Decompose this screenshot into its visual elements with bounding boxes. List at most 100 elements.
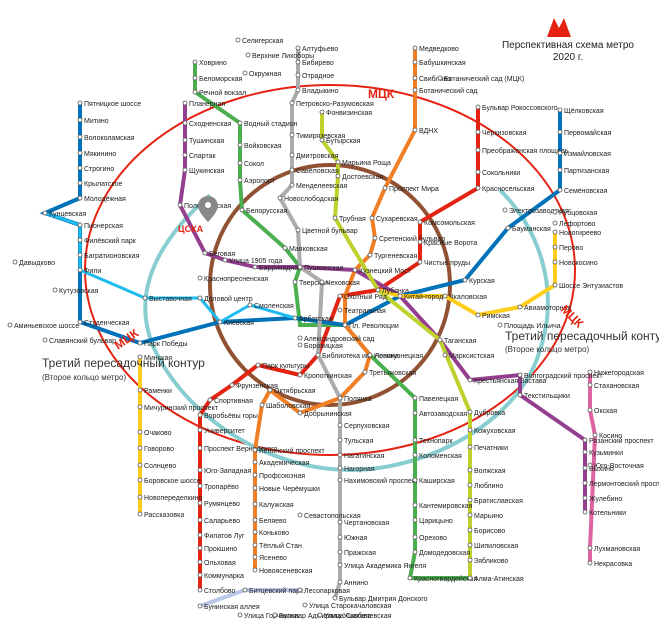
station-dot[interactable] (467, 467, 473, 473)
station-label[interactable]: Тверская (299, 280, 329, 287)
station-label[interactable]: Бутырская (326, 138, 361, 145)
station-dot[interactable] (182, 120, 188, 126)
station-dot[interactable] (297, 342, 303, 348)
station-dot[interactable] (497, 322, 503, 328)
station-label[interactable]: Выставочная (149, 296, 192, 303)
station-dot[interactable] (182, 152, 188, 158)
station-dot[interactable] (77, 222, 83, 228)
station-label[interactable]: Тимирязевская (296, 133, 345, 140)
station-label[interactable]: Жулебино (589, 495, 622, 503)
station-label[interactable]: Мичуринский проспект (144, 404, 219, 412)
station-label[interactable]: Крестьянская Застава (474, 378, 546, 385)
station-label[interactable]: Кожуховская (474, 428, 516, 435)
station-label[interactable]: Красные Ворота (424, 240, 477, 247)
station-dot[interactable] (77, 267, 83, 273)
station-label[interactable]: Достоевская (342, 174, 383, 181)
station-dot[interactable] (197, 412, 203, 418)
station-label[interactable]: Рассказовка (144, 512, 184, 519)
station-dot[interactable] (197, 275, 203, 281)
station-dot[interactable] (337, 452, 343, 458)
station-label[interactable]: Селигерская (242, 38, 284, 45)
station-label[interactable]: Беломорская (199, 76, 243, 83)
station-dot[interactable] (289, 182, 295, 188)
station-label[interactable]: Севастопольская (304, 513, 361, 520)
station-dot[interactable] (412, 127, 418, 133)
station-dot[interactable] (407, 575, 413, 581)
station-label[interactable]: Волжская (474, 468, 506, 475)
station-dot[interactable] (292, 315, 298, 321)
station-label[interactable]: Отрадное (302, 73, 334, 80)
station-dot[interactable] (252, 554, 258, 560)
station-dot[interactable] (557, 107, 563, 113)
station-label[interactable]: Улица Горчакова (244, 613, 299, 619)
station-dot[interactable] (137, 404, 143, 410)
station-label[interactable]: Выхино (589, 466, 614, 473)
station-dot[interactable] (7, 322, 13, 328)
station-label[interactable]: Серпуховская (344, 423, 390, 430)
station-dot[interactable] (282, 245, 288, 251)
station-dot[interactable] (412, 59, 418, 65)
station-label[interactable]: Белорусская (246, 208, 288, 215)
station-dot[interactable] (517, 392, 523, 398)
station-label[interactable]: Лесопарковая (304, 588, 350, 595)
station-dot[interactable] (137, 387, 143, 393)
station-label[interactable]: Шаболовская (266, 402, 310, 410)
station-dot[interactable] (467, 444, 473, 450)
station-label[interactable]: Нахимовский проспект (344, 477, 419, 485)
station-dot[interactable] (252, 567, 258, 573)
station-label[interactable]: Улица Академика Янгеля (344, 563, 426, 570)
station-label[interactable]: Перово (559, 245, 583, 252)
station-label[interactable]: Менделеевская (296, 183, 348, 190)
station-label[interactable]: Таганская (444, 338, 477, 345)
station-dot[interactable] (207, 397, 213, 403)
station-label[interactable]: Партизанская (564, 168, 609, 175)
station-label[interactable]: Измайловская (564, 150, 611, 158)
station-label[interactable]: Котельники (589, 510, 626, 517)
station-label[interactable]: Театральная (344, 308, 386, 315)
station-label[interactable]: Багратионовская (84, 253, 140, 260)
station-dot[interactable] (295, 72, 301, 78)
station-dot[interactable] (337, 307, 343, 313)
station-label[interactable]: Южная (344, 535, 368, 542)
station-label[interactable]: Новослободская (284, 195, 338, 203)
station-dot[interactable] (52, 287, 58, 293)
station-label[interactable]: Царицыно (419, 518, 453, 525)
station-dot[interactable] (412, 45, 418, 51)
station-dot[interactable] (295, 45, 301, 51)
station-label[interactable]: Текстильщики (524, 393, 570, 400)
station-label[interactable]: Медведково (419, 46, 459, 53)
station-label[interactable]: Саларьево (204, 518, 240, 525)
station-label[interactable]: Красногвардейская (414, 575, 477, 583)
station-dot[interactable] (337, 465, 343, 471)
station-dot[interactable] (289, 152, 295, 158)
station-label[interactable]: Шоссе Энтузиастов (559, 283, 623, 290)
station-label[interactable]: Семёновская (564, 188, 608, 195)
station-dot[interactable] (297, 587, 303, 593)
station-label[interactable]: Третьяковская (369, 370, 416, 377)
station-dot[interactable] (467, 512, 473, 518)
station-dot[interactable] (182, 137, 188, 143)
station-label[interactable]: Улица Старокачаловская (309, 603, 391, 610)
station-dot[interactable] (255, 362, 261, 368)
station-label[interactable]: Беговая (209, 251, 235, 258)
station-label[interactable]: Автозаводская (419, 411, 467, 418)
station-label[interactable]: Нагатинская (344, 453, 385, 460)
station-label[interactable]: Молодёжная (84, 196, 126, 203)
station-label[interactable]: Верхние Лихоборы (252, 52, 314, 60)
station-dot[interactable] (217, 319, 223, 325)
station-dot[interactable] (192, 75, 198, 81)
station-label[interactable]: Бабушкинская (419, 59, 466, 67)
station-label[interactable]: Новые Черёмушки (259, 486, 320, 493)
station-label[interactable]: Улица Скобелевская (324, 612, 392, 619)
station-label[interactable]: Тургеневская (374, 253, 417, 260)
station-label[interactable]: Домодедовская (419, 550, 470, 557)
station-label[interactable]: Университет (204, 428, 246, 435)
station-dot[interactable] (557, 167, 563, 173)
station-label[interactable]: Парк культуры (262, 363, 309, 370)
station-label[interactable]: Технопарк (419, 438, 453, 445)
station-dot[interactable] (142, 295, 148, 301)
station-dot[interactable] (587, 560, 593, 566)
station-dot[interactable] (505, 225, 511, 231)
station-label[interactable]: Сокол (244, 161, 264, 168)
station-dot[interactable] (77, 100, 83, 106)
